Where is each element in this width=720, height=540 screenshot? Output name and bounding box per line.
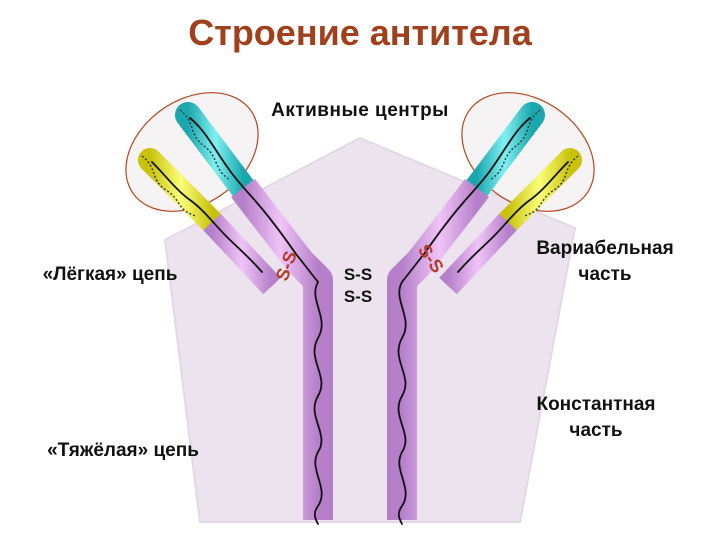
heavy-chain-label: «Тяжёлая» цепь bbox=[47, 440, 199, 461]
variable-part-line2: часть bbox=[578, 264, 632, 285]
constant-part-line2: часть bbox=[569, 420, 623, 441]
constant-part-line1: Константная bbox=[536, 394, 656, 415]
hinge-bond-upper: S-S bbox=[344, 265, 372, 284]
light-chain-label: «Лёгкая» цепь bbox=[42, 264, 178, 285]
variable-part-label: Вариабельная часть bbox=[500, 236, 710, 288]
constant-part-label: Константная часть bbox=[496, 392, 696, 444]
page-title: Строение антитела bbox=[188, 12, 532, 53]
active-centers-label: Активные центры bbox=[271, 100, 449, 121]
variable-part-line1: Вариабельная bbox=[536, 238, 674, 259]
polypeptide-loops bbox=[151, 117, 569, 525]
hinge-bond-lower: S-S bbox=[344, 287, 372, 306]
left-arm-bond: S-S bbox=[272, 248, 301, 283]
right-arm-bond: S-S bbox=[414, 241, 448, 277]
variable-region-strands bbox=[141, 109, 579, 217]
